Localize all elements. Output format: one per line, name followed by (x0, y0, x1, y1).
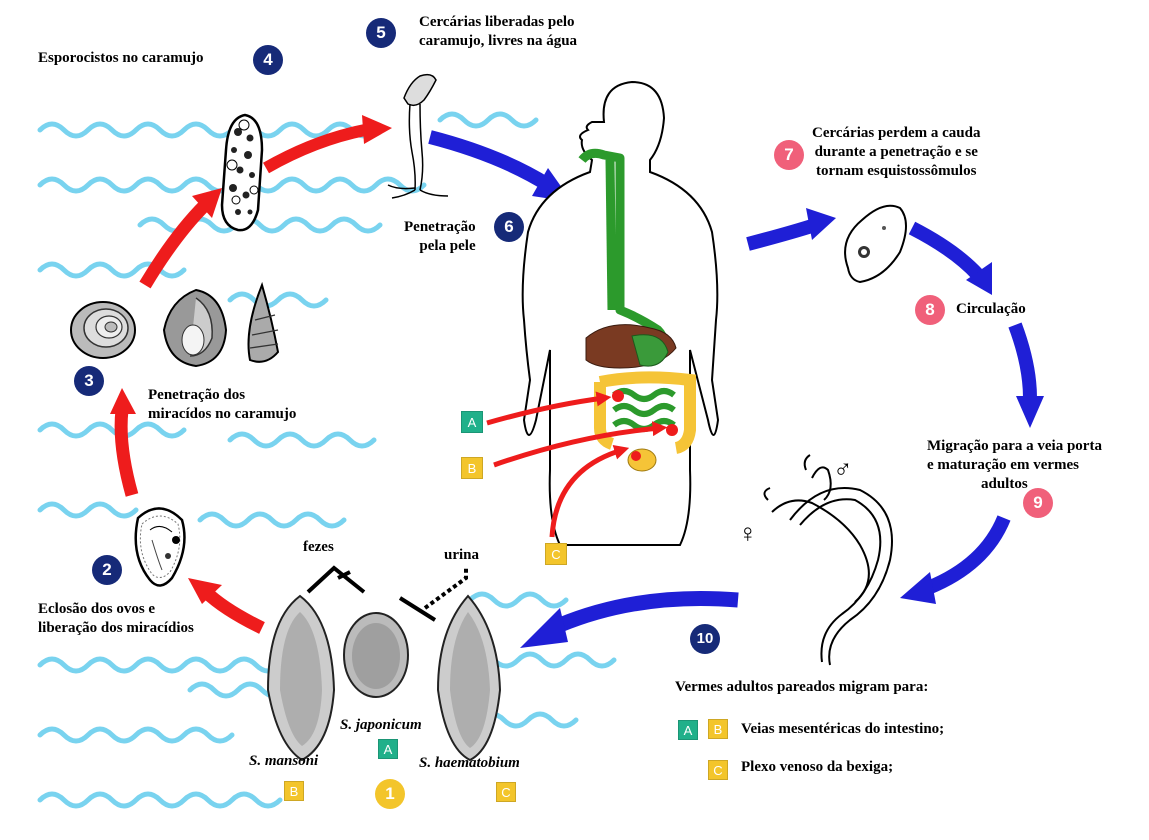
stage-6-line-1: Penetração (404, 218, 476, 237)
stage-1-badge: 1 (375, 779, 405, 809)
arrow-portal-to-worms (928, 518, 1004, 588)
body-key-b: B (461, 457, 483, 479)
fezes-label: fezes (303, 538, 334, 557)
water-wave (230, 434, 374, 446)
arrow-worms-to-eggs (560, 598, 738, 625)
stage-5-badge: 5 (366, 18, 396, 48)
arrow-miracidium-to-snail (121, 410, 132, 495)
stage-3-label: Penetração dos miracídos no caramujo (148, 386, 296, 424)
water-wave (440, 114, 536, 126)
stage-8-label: Circulação (956, 300, 1026, 319)
stage-5-label: Cercárias liberadas pelo caramujo, livre… (419, 13, 577, 51)
stage-9-line-2: e maturação em vermes (927, 456, 1102, 475)
egg-key-a: A (378, 739, 398, 759)
stage-5-line-2: caramujo, livres na água (419, 32, 577, 51)
urina-label: urina (444, 546, 479, 565)
stage-2-line-2: liberação dos miracídios (38, 619, 194, 638)
stage-3-line-2: miracídos no caramujo (148, 405, 296, 424)
stage-2-label: Eclosão dos ovos e liberação dos miracíd… (38, 600, 194, 638)
water-wave (40, 794, 280, 806)
water-wave (40, 424, 184, 436)
s-japonicum-label: S. japonicum (340, 716, 422, 735)
arrow-cercaria-to-body (430, 137, 548, 185)
blue-cycle-arrows (430, 137, 1044, 648)
water-wave (470, 594, 566, 606)
water-wave (200, 514, 344, 526)
water-wave (40, 124, 376, 136)
body-key-a: A (461, 411, 483, 433)
stage-9-label: Migração para a veia porta e maturação e… (927, 437, 1102, 494)
stage-9-badge: 9 (1023, 488, 1053, 518)
s-haematobium-label: S. haematobium (419, 754, 520, 773)
stage-3-badge: 3 (74, 366, 104, 396)
arrow-circulation-to-portal (1015, 325, 1030, 398)
stage-6-label: Penetração pela pele (404, 218, 476, 256)
water-wave (40, 729, 232, 741)
male-symbol: ♂ (833, 460, 853, 479)
stage-5-line-1: Cercárias liberadas pelo (419, 13, 577, 32)
stage-6-line-2: pela pele (418, 237, 476, 256)
stage-8-badge: 8 (915, 295, 945, 325)
stage-9-line-1: Migração para a veia porta (927, 437, 1102, 456)
human-body-illustration (523, 82, 718, 545)
water-wave (40, 659, 280, 671)
stage-6-badge: 6 (494, 212, 524, 242)
adult-worms-illustration (764, 455, 892, 665)
excreta-lines (308, 568, 466, 620)
water-wave (230, 294, 326, 306)
arrow-schistosomulum-to-circulation (912, 228, 978, 275)
legend-key-c: C (708, 760, 728, 780)
miracidium-illustration (136, 508, 185, 585)
stage-7-line-3: tornam esquistossômulos (812, 162, 980, 181)
stage-7-label: Cercárias perdem a cauda durante a penet… (812, 124, 980, 181)
schistosomulum-illustration (845, 206, 906, 282)
stage-7-line-2: durante a penetração e se (812, 143, 980, 162)
stage-10-badge: 10 (690, 624, 720, 654)
s-mansoni-label: S. mansoni (249, 752, 318, 771)
stage-7-line-1: Cercárias perdem a cauda (812, 124, 980, 143)
stage-3-line-1: Penetração dos (148, 386, 296, 405)
stage-2-badge: 2 (92, 555, 122, 585)
stage-2-line-1: Eclosão dos ovos e (38, 600, 194, 619)
stage-4-badge: 4 (253, 45, 283, 75)
body-key-c: C (545, 543, 567, 565)
egg-key-b: B (284, 781, 304, 801)
egg-illustrations (268, 596, 500, 760)
egg-key-c: C (496, 782, 516, 802)
legend-c-text: Plexo venoso da bexiga; (741, 758, 893, 777)
stage-4-label: Esporocistos no caramujo (38, 49, 204, 68)
legend-key-a: A (678, 720, 698, 740)
legend-title: Vermes adultos pareados migram para: (675, 678, 928, 697)
sporocyst-illustration (222, 115, 262, 230)
legend-ab-text: Veias mesentéricas do intestino; (741, 720, 944, 739)
arrow-body-to-schistosomulum (748, 225, 815, 244)
female-symbol: ♀ (738, 524, 758, 543)
water-wave (40, 504, 136, 516)
stage-7-badge: 7 (774, 140, 804, 170)
legend-key-b: B (708, 719, 728, 739)
arrow-eggs-to-miracidium (206, 592, 262, 628)
